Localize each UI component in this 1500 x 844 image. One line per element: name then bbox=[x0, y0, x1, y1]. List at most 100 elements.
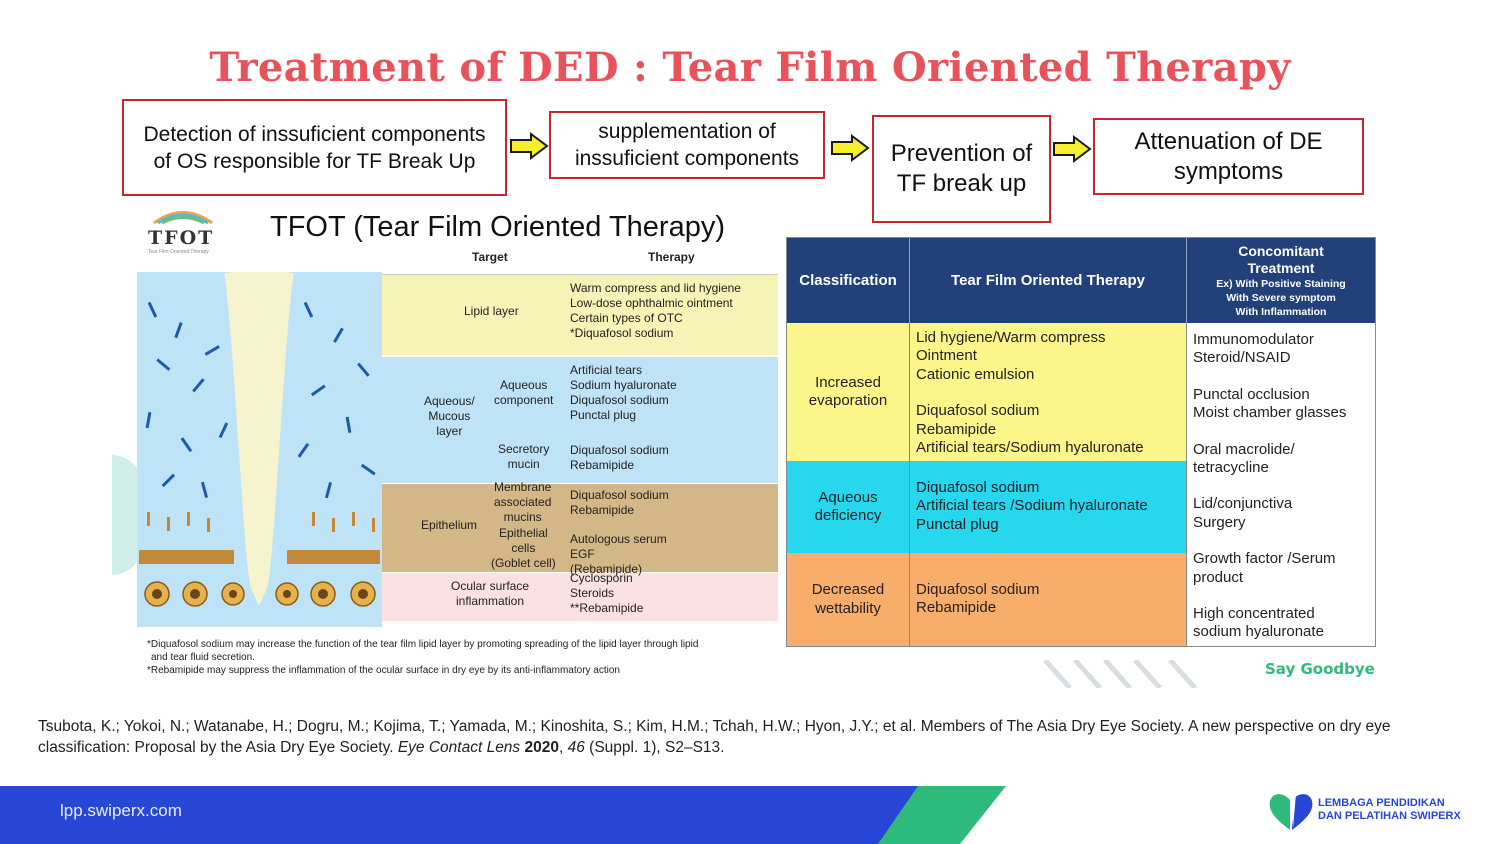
therapy-line: Rebamipide bbox=[916, 420, 997, 438]
therapy-line: Lid hygiene/Warm compress bbox=[916, 329, 1106, 346]
label-line: mucin bbox=[507, 457, 540, 471]
citation-authors: Tsubota, K.; Yokoi, N.; Watanabe, H.; Do… bbox=[38, 718, 1391, 756]
tear-film-illustration bbox=[137, 272, 382, 627]
tfot-classification-table: Classification Tear Film Oriented Therap… bbox=[786, 237, 1376, 647]
header-line: Concomitant bbox=[1238, 242, 1324, 259]
label-line: Membrane bbox=[494, 480, 552, 494]
label-line: inflammation bbox=[456, 594, 525, 608]
citation-journal: Eye Contact Lens bbox=[397, 739, 521, 756]
class-line: wettability bbox=[815, 599, 881, 617]
table-row-class: Increased evaporation bbox=[787, 323, 910, 461]
flow-step-attenuation: Attenuation of DE symptoms bbox=[1093, 118, 1364, 195]
therapy-item: Certain types of OTC bbox=[570, 311, 683, 325]
citation-volume: 46 bbox=[567, 739, 585, 756]
label-line: Aqueous/ bbox=[424, 394, 475, 408]
flow-step-text: Attenuation of DE symptoms bbox=[1134, 127, 1323, 185]
therapy-item: Cyclosporin bbox=[570, 571, 633, 585]
table-row-therapy: Lid hygiene/Warm compress Ointment Catio… bbox=[910, 323, 1187, 461]
say-goodbye-text: Say Goodbye bbox=[1265, 660, 1375, 678]
label-line: Aqueous bbox=[500, 378, 548, 392]
membrane-therapy-list: Diquafosol sodium Rebamipide bbox=[570, 488, 669, 518]
class-line: evaporation bbox=[808, 392, 888, 409]
footnote-line: *Diquafosol sodium may increase the func… bbox=[147, 639, 699, 650]
inflammation-therapy-list: Cyclosporin Steroids **Rebamipide bbox=[570, 571, 643, 616]
label-line: Epithelial bbox=[498, 526, 548, 540]
therapy-item: Artificial tears bbox=[570, 363, 643, 377]
epithelial-cells-label: Epithelial cells (Goblet cell) bbox=[491, 526, 556, 571]
citation-pages: (Suppl. 1), S2–S13. bbox=[589, 739, 725, 756]
therapy-item: Diquafosol sodium bbox=[570, 488, 669, 502]
swiperx-heart-logo-icon bbox=[1269, 794, 1313, 830]
aqueous-layer-label: Aqueous/ Mucous layer bbox=[424, 394, 475, 439]
therapy-item: **Rebamipide bbox=[570, 601, 644, 615]
arrow-right-icon bbox=[831, 134, 870, 162]
label-line: (Goblet cell) bbox=[491, 556, 556, 570]
therapy-line: Diquafosol sodium bbox=[916, 479, 1040, 496]
table-header-classification: Classification bbox=[787, 238, 910, 323]
diagram-header-therapy: Therapy bbox=[648, 250, 695, 264]
therapy-line: Cationic emulsion bbox=[916, 365, 1035, 383]
therapy-item: Sodium hyaluronate bbox=[570, 378, 677, 392]
table-row-therapy: Diquafosol sodium Rebamipide bbox=[910, 553, 1187, 646]
header-line: Treatment bbox=[1247, 259, 1315, 276]
inflammation-band bbox=[382, 573, 778, 621]
slide-title: Treatment of DED : Tear Film Oriented Th… bbox=[209, 44, 1291, 91]
lipid-target: Lipid layer bbox=[464, 304, 519, 318]
header-sub-line: Ex) With Positive Staining bbox=[1216, 277, 1346, 290]
logo-subtitle: Tear Film Oriented Therapy bbox=[148, 249, 209, 255]
table-row-class: Aqueous deficiency bbox=[787, 461, 910, 553]
therapy-item: Diquafosol sodium bbox=[570, 443, 669, 457]
label-line: Mucous bbox=[428, 409, 471, 423]
secretory-mucin-label: Secretory mucin bbox=[498, 442, 549, 472]
lipid-band bbox=[382, 275, 778, 355]
label-line: Secretory bbox=[498, 442, 550, 456]
table-header-concomitant: Concomitant Treatment Ex) With Positive … bbox=[1187, 238, 1375, 323]
diagram-header-target: Target bbox=[472, 250, 508, 264]
flow-step-text: Prevention of TF break up bbox=[890, 140, 1033, 197]
label-line: Ocular surface bbox=[451, 579, 530, 593]
therapy-line: Artificial tears/Sodium hyaluronate bbox=[916, 439, 1144, 457]
therapy-line: Punctal plug bbox=[916, 515, 999, 533]
citation-year: 2020 bbox=[524, 739, 559, 756]
therapy-item: EGF bbox=[570, 547, 595, 561]
flow-step-text: Detection of inssuficient components of … bbox=[143, 122, 486, 173]
brand-line: DAN PELATIHAN SWIPERX bbox=[1318, 810, 1461, 822]
footnote-line: and tear fluid secretion. bbox=[151, 652, 255, 663]
footer-brand: LEMBAGA PENDIDIKAN DAN PELATIHAN SWIPERX bbox=[1318, 797, 1461, 823]
brand-line: LEMBAGA PENDIDIKAN bbox=[1318, 797, 1445, 809]
footnote-line: *Rebamipide may suppress the inflammatio… bbox=[147, 665, 620, 676]
label-line: mucins bbox=[503, 510, 542, 524]
class-line: Aqueous bbox=[818, 488, 878, 506]
decorative-stripes bbox=[1043, 660, 1197, 688]
epithelium-label: Epithelium bbox=[421, 518, 478, 532]
therapy-item: *Diquafosol sodium bbox=[570, 326, 674, 340]
secretory-therapy-list: Diquafosol sodium Rebamipide bbox=[570, 443, 669, 473]
therapy-item: Punctal plug bbox=[570, 408, 637, 422]
tfot-diagram: Target Therapy Lipid layer Warm compress… bbox=[112, 250, 780, 688]
header-sub-line: With Severe symptom bbox=[1226, 291, 1336, 304]
arrow-right-icon bbox=[1053, 135, 1092, 163]
class-line: Decreased bbox=[811, 581, 885, 599]
header-sub-line: With Inflammation bbox=[1235, 305, 1327, 318]
label-line: cells bbox=[511, 541, 536, 555]
therapy-item: (Rebamipide) bbox=[570, 562, 643, 576]
aqueous-component-label: Aqueous component bbox=[494, 378, 553, 408]
table-header-therapy: Tear Film Oriented Therapy bbox=[910, 238, 1187, 323]
flow-step-prevention: Prevention of TF break up bbox=[872, 115, 1051, 223]
therapy-item: Warm compress and lid hygiene bbox=[570, 281, 741, 295]
footer-url[interactable]: lpp.swiperx.com bbox=[60, 801, 182, 820]
therapy-line: Diquafosol sodium bbox=[916, 581, 1040, 598]
therapy-item: Rebamipide bbox=[570, 503, 635, 517]
label-line: associated bbox=[494, 495, 552, 509]
inflammation-label: Ocular surface inflammation bbox=[451, 579, 529, 609]
therapy-line: Diquafosol sodium bbox=[916, 402, 1040, 420]
table-row-therapy: Diquafosol sodium Artificial tears /Sodi… bbox=[910, 461, 1187, 553]
therapy-line: Rebamipide bbox=[916, 599, 997, 617]
arrow-right-icon bbox=[510, 132, 549, 160]
tfot-logo: TFOT Tear Film Oriented Therapy bbox=[148, 206, 218, 255]
citation: Tsubota, K.; Yokoi, N.; Watanabe, H.; Do… bbox=[38, 718, 1391, 756]
